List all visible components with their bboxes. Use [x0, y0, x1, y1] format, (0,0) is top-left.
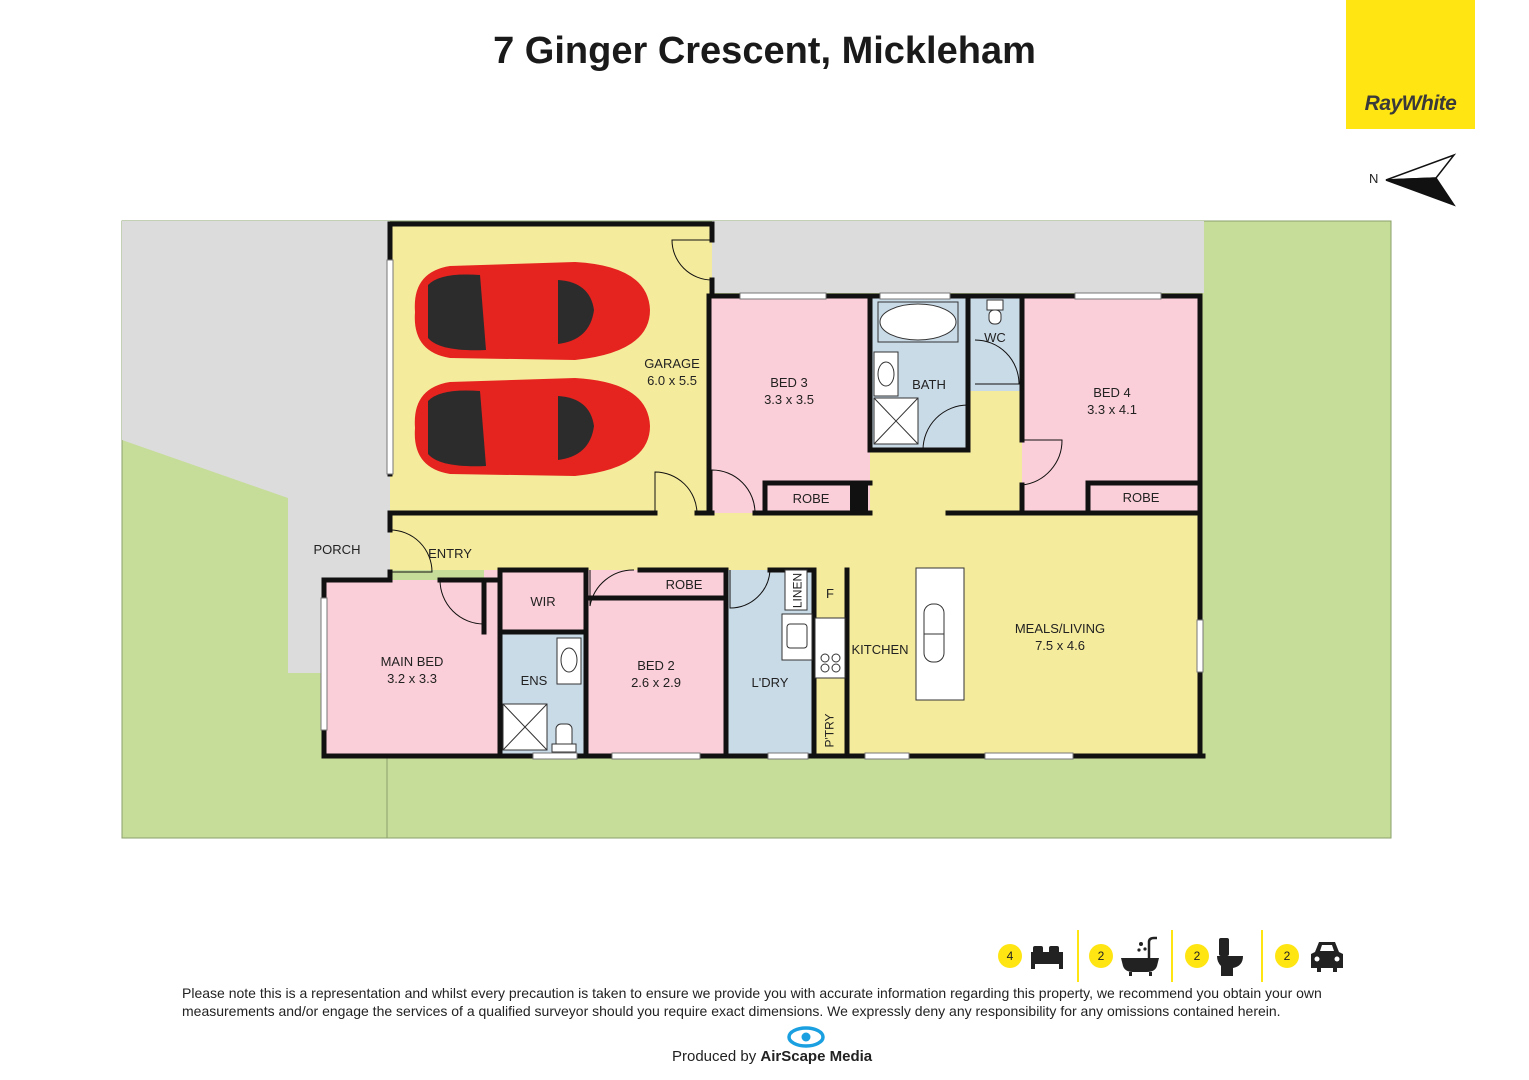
toilet-icon [1217, 938, 1243, 976]
compass-label: N [1369, 171, 1378, 186]
car-spaces-count: 2 [1275, 944, 1299, 968]
page-title: 7 Ginger Crescent, Mickleham [493, 30, 1036, 72]
room-dims: 3.2 x 3.3 [387, 671, 437, 686]
car-icon [414, 262, 650, 360]
car-icon [1311, 942, 1343, 972]
robe3-label: ROBE [792, 491, 830, 506]
disclaimer-text: Please note this is a representation and… [182, 985, 1322, 1019]
room-name: BED 2 [637, 658, 675, 673]
room-dims: 2.6 x 2.9 [631, 675, 681, 690]
laundry-label: L'DRY [751, 675, 789, 690]
produced-by: Produced by AirScape Media [672, 1048, 872, 1065]
living-room [814, 570, 1200, 754]
linen-label: LINEN [790, 572, 805, 609]
producer-name: AirScape Media [760, 1048, 873, 1065]
room-dims: 3.3 x 4.1 [1087, 402, 1137, 417]
room-name: BED 3 [770, 375, 808, 390]
bed4-label: BED 4 3.3 x 4.1 [1062, 384, 1162, 418]
room-dims: 7.5 x 4.6 [1035, 638, 1085, 653]
ray-white-logo: RayWhite [1346, 0, 1475, 129]
bed2-room [586, 570, 726, 754]
room-name: BED 4 [1093, 385, 1131, 400]
hallway [390, 513, 1200, 570]
driveway [122, 221, 390, 513]
wc-label: WC [984, 330, 1006, 345]
room-name: MAIN BED [380, 654, 444, 669]
robe2-label: ROBE [665, 577, 703, 592]
bed2-label: BED 2 2.6 x 2.9 [606, 657, 706, 691]
kitchen-label: KITCHEN [851, 642, 909, 657]
produced-by-prefix: Produced by [672, 1048, 757, 1065]
bed4-room [1022, 296, 1200, 513]
fridge-label: F [826, 586, 834, 601]
meals-living-label: MEALS/LIVING 7.5 x 4.6 [1000, 620, 1120, 654]
agency-name: RayWhite [1364, 92, 1457, 115]
room-name: MEALS/LIVING [1014, 621, 1106, 636]
bed3-label: BED 3 3.3 x 3.5 [739, 374, 839, 408]
airscape-logo-icon [787, 1026, 825, 1048]
bathrooms-count: 2 [1089, 944, 1113, 968]
bath-label: BATH [912, 377, 946, 392]
room-dims: 6.0 x 5.5 [647, 373, 697, 388]
room-dims: 3.3 x 3.5 [764, 392, 814, 407]
pantry-label: P'TRY [822, 713, 837, 748]
room-name: GARAGE [644, 356, 700, 371]
car-icon [414, 378, 650, 476]
main-bed-room [324, 580, 500, 754]
side-path [712, 221, 1204, 293]
wir-label: WIR [530, 594, 556, 609]
bed-icon [1031, 946, 1063, 969]
toilets-count: 2 [1185, 944, 1209, 968]
bath-icon [1121, 936, 1159, 976]
entry-label: ENTRY [428, 546, 472, 561]
bedrooms-count: 4 [998, 944, 1022, 968]
garage-label: GARAGE 6.0 x 5.5 [622, 355, 722, 389]
main-bed-label: MAIN BED 3.2 x 3.3 [362, 653, 462, 687]
robe4-label: ROBE [1122, 490, 1160, 505]
north-arrow-icon: N [1369, 153, 1457, 207]
porch-label: PORCH [313, 542, 361, 557]
ens-label: ENS [520, 673, 548, 688]
